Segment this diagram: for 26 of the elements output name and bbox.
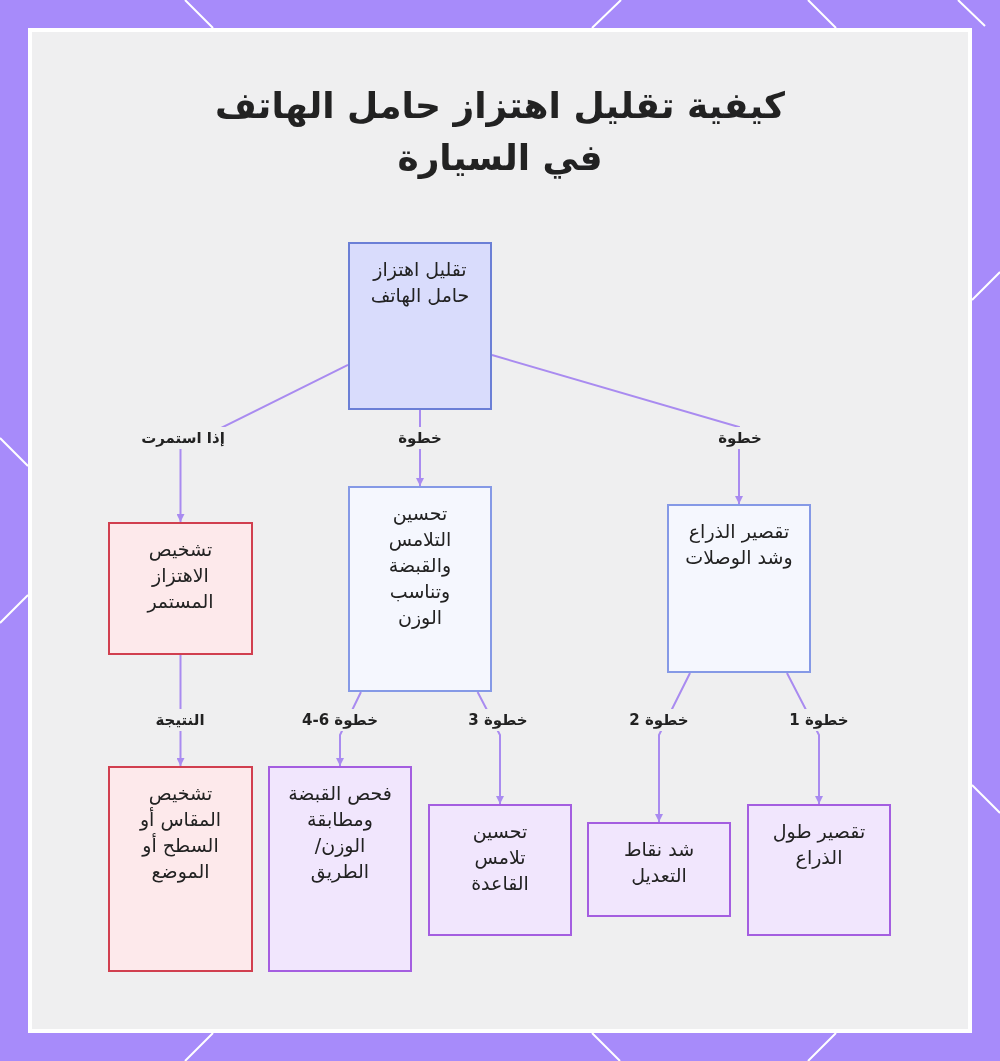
process-box: تقصير الذراع وشد الوصلات	[667, 504, 811, 673]
process-box: تحسين تلامس القاعدة	[428, 804, 572, 936]
edge-label: النتيجة	[155, 711, 205, 729]
edge-label: خطوة 6-4	[302, 711, 378, 729]
connector-arrow	[416, 409, 424, 487]
process-box: تقليل اهتزاز حامل الهاتف	[348, 242, 492, 410]
connector-arrow	[655, 672, 692, 823]
title: كيفية تقليل اهتزاز حامل الهاتف في السيارة	[214, 84, 786, 181]
connector-arrow	[476, 691, 504, 805]
process-box: تشخيص الاهتزاز المستمر	[108, 522, 253, 655]
connector-arrow	[785, 672, 823, 805]
edge-label: خطوة 3	[468, 711, 528, 729]
connector-arrow	[176, 654, 185, 767]
process-box: تقصير طول الذراع	[747, 804, 891, 936]
connector-arrow	[176, 364, 349, 523]
edge-label: خطوة 2	[629, 711, 689, 729]
edge-label: خطوة 1	[789, 711, 849, 729]
connector-arrow	[491, 354, 743, 505]
process-box: تحسين التلامس والقبضة وتناسب الوزن	[348, 486, 492, 692]
edge-label: خطوة	[398, 429, 442, 447]
process-box: فحص القبضة ومطابقة الوزن/ الطريق	[268, 766, 412, 972]
edge-label: إذا استمرت	[141, 429, 225, 447]
process-box: شد نقاط التعديل	[587, 822, 731, 917]
process-box: تشخيص المقاس أو السطح أو الموضع	[108, 766, 253, 972]
connector-arrow	[336, 691, 362, 767]
edge-label: خطوة	[718, 429, 762, 447]
